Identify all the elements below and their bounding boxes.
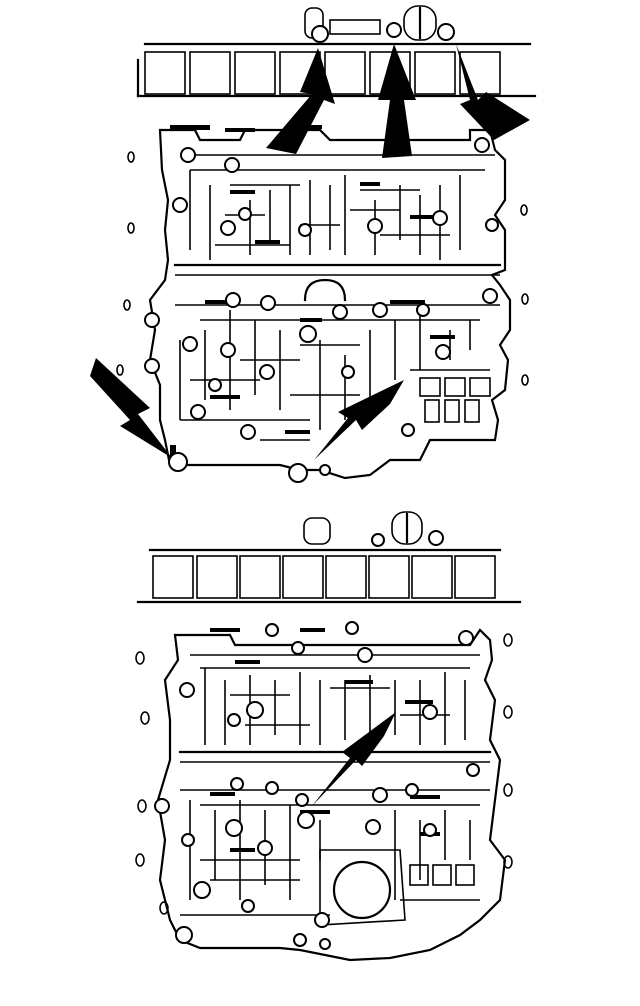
accumulator-bore (332, 860, 392, 920)
solenoid-block-bottom (136, 548, 522, 604)
arrow-6 (312, 712, 396, 806)
top-connectors (304, 5, 455, 43)
arrow-2 (378, 44, 416, 158)
passages-upper-top (185, 154, 495, 260)
edge-holes-bottom (135, 633, 513, 915)
arrow-5 (314, 380, 404, 460)
arrow-3 (456, 44, 530, 140)
arrow-1 (266, 48, 335, 154)
solenoid-block-top (136, 42, 537, 98)
arrows-bottom (312, 712, 396, 806)
bolts-top (144, 137, 499, 483)
edge-holes-top (116, 151, 529, 386)
arrow-4 (90, 358, 172, 458)
valve-body-view-top (90, 5, 537, 483)
bolts-bottom (154, 621, 480, 950)
valve-body-outline-top (148, 128, 512, 480)
bottom-connectors (303, 511, 444, 547)
arrows-top (90, 44, 530, 460)
passages-upper-bottom (190, 654, 480, 745)
passages-lower-top (175, 304, 500, 441)
valve-body-view-bottom (135, 511, 522, 962)
